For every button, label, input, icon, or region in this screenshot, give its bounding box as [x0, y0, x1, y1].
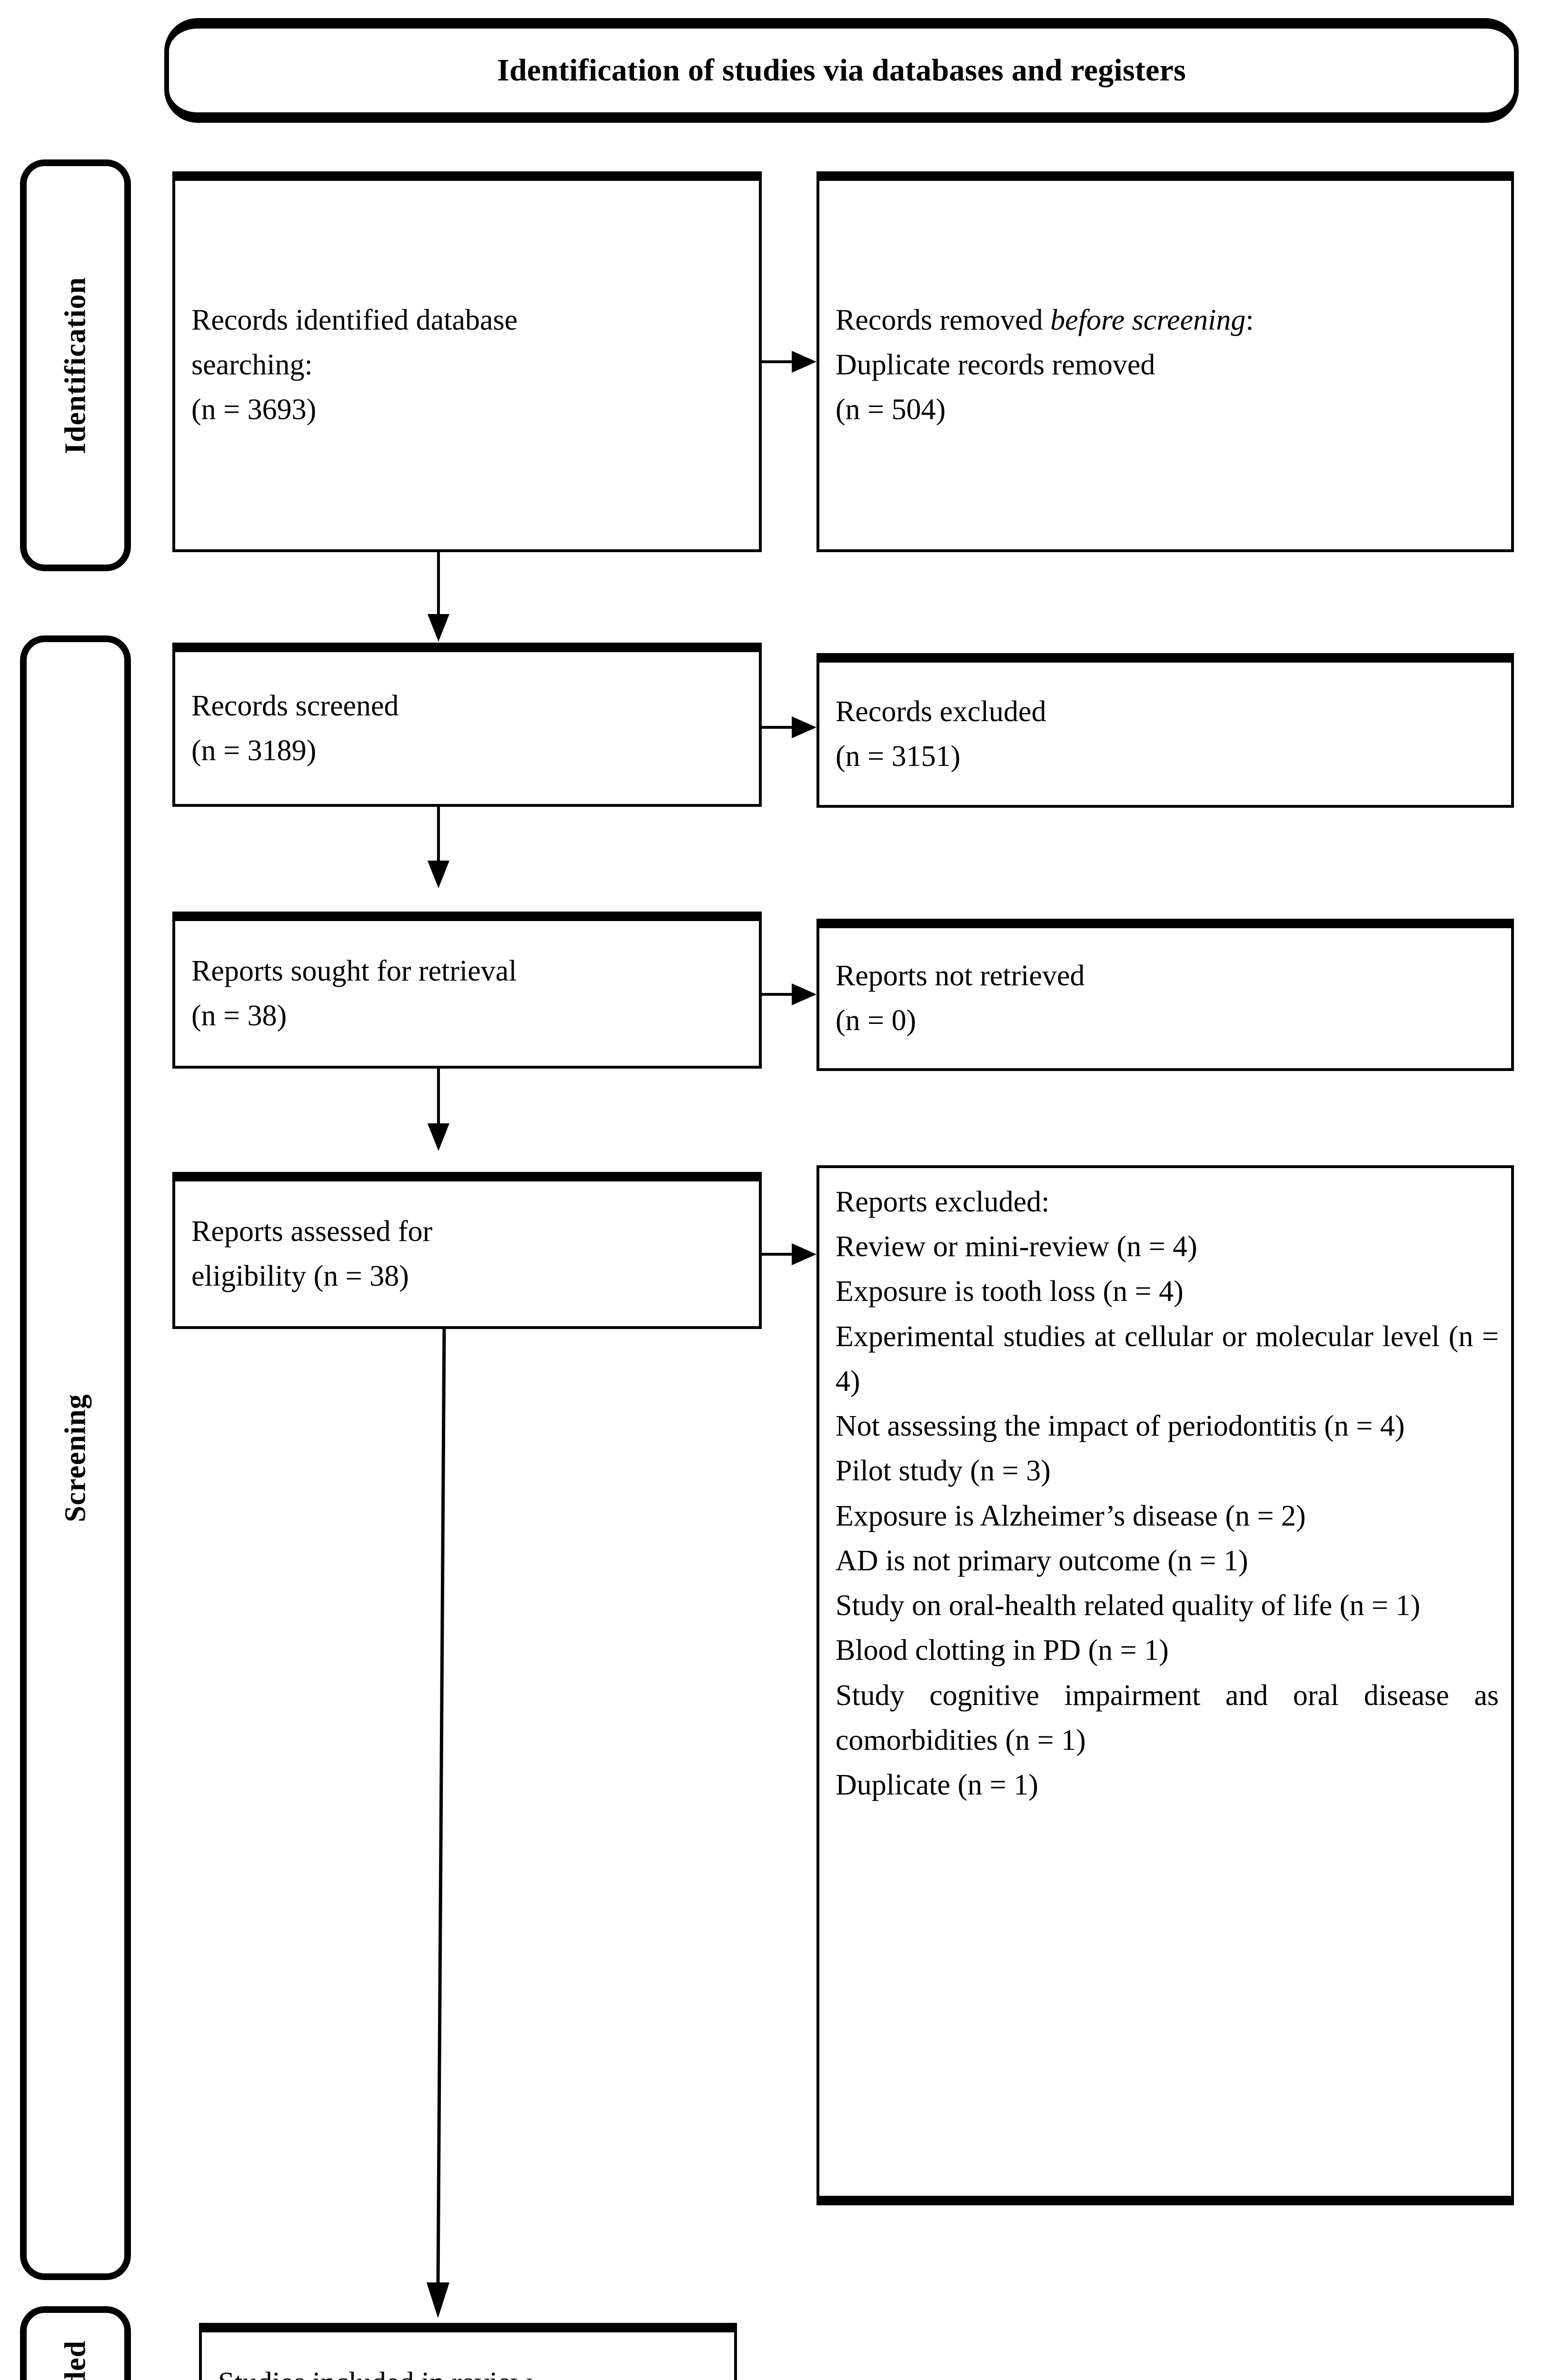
- reports-excluded-heading: Reports excluded:: [836, 1186, 1050, 1218]
- studies-included-text: Studies included in review (n = 11): [218, 2360, 722, 2380]
- reports-excluded-reason: Pilot study (n = 3): [836, 1455, 1051, 1488]
- connector-identified-to-screened-line: [437, 552, 440, 635]
- records-identified-line2: searching:: [191, 348, 313, 381]
- records-screened-count: (n = 3189): [191, 734, 317, 767]
- records-removed-count: (n = 504): [836, 394, 946, 426]
- records-excluded-count: (n = 3151): [836, 740, 961, 773]
- records-identified-line1: Records identified database: [191, 304, 518, 337]
- records-removed-line1: Records removed before screening:: [836, 298, 1499, 343]
- stage-label-included: Included: [59, 2340, 92, 2380]
- reports-assessed-line1: Reports assessed for: [191, 1215, 433, 1248]
- connector-assessed-to-included: [427, 1328, 449, 2318]
- connector-screened-to-sought-line: [437, 807, 440, 879]
- reports-excluded-reason: Study on oral-health related quality of …: [836, 1589, 1421, 1622]
- records-removed-line1-emphasis: before screening: [1050, 304, 1246, 337]
- box-reports-sought: Reports sought for retrieval (n = 38): [172, 912, 762, 1069]
- stage-identification: Identification: [20, 159, 131, 571]
- connector-sought-to-assessed-arrow: [428, 1123, 449, 1151]
- connector-screened-to-excluded-line: [762, 726, 792, 729]
- reports-assessed-count: eligibility (n = 38): [191, 1260, 409, 1292]
- box-reports-not-retrieved: Reports not retrieved (n = 0): [816, 919, 1514, 1071]
- stage-screening: Screening: [20, 635, 131, 2280]
- connector-screened-to-excluded-arrow: [792, 716, 816, 738]
- page-title: Identification of studies via databases …: [497, 53, 1186, 88]
- box-records-removed: Records removed before screening: Duplic…: [816, 171, 1514, 552]
- reports-excluded-reason: Not assessing the impact of periodontiti…: [836, 1410, 1405, 1443]
- reports-excluded-reason: Review or mini-review (n = 4): [836, 1230, 1197, 1263]
- reports-sought-line1: Reports sought for retrieval: [191, 954, 517, 987]
- reports-excluded-reason: Experimental studies at cellular or mole…: [836, 1320, 1499, 1398]
- reports-excluded-reason: Blood clotting in PD (n = 1): [836, 1634, 1169, 1667]
- records-excluded-line1: Records excluded: [836, 695, 1046, 728]
- reports-excluded-reason: Exposure is tooth loss (n = 4): [836, 1275, 1184, 1308]
- reports-not-retrieved-text: Reports not retrieved (n = 0): [836, 953, 1499, 1043]
- reports-not-retrieved-line1: Reports not retrieved: [836, 959, 1085, 992]
- records-removed-text: Records removed before screening: Duplic…: [836, 298, 1499, 433]
- box-records-identified: Records identified database searching: (…: [172, 171, 762, 552]
- records-excluded-text: Records excluded (n = 3151): [836, 689, 1499, 778]
- records-removed-line1-prefix: Records removed: [836, 304, 1051, 337]
- box-studies-included: Studies included in review (n = 11): [199, 2323, 737, 2380]
- connector-assessed-to-excluded-arrow: [792, 1243, 816, 1265]
- connector-identified-to-removed-arrow: [792, 351, 816, 373]
- reports-excluded-reason: Duplicate (n = 1): [836, 1769, 1038, 1802]
- connector-sought-to-notretrieved-arrow: [792, 983, 816, 1005]
- reports-excluded-reason: Study cognitive impairment and oral dise…: [836, 1679, 1499, 1756]
- reports-not-retrieved-count: (n = 0): [836, 1004, 916, 1037]
- records-screened-line1: Records screened: [191, 689, 399, 722]
- reports-sought-text: Reports sought for retrieval (n = 38): [191, 949, 747, 1038]
- connector-identified-to-removed-line: [762, 360, 792, 363]
- records-identified-count: (n = 3693): [191, 394, 317, 426]
- stage-label-screening: Screening: [59, 1393, 91, 1522]
- connector-sought-to-notretrieved-line: [762, 993, 792, 996]
- records-identified-text: Records identified database searching: (…: [191, 298, 747, 433]
- reports-assessed-text: Reports assessed for eligibility (n = 38…: [191, 1209, 747, 1299]
- reports-excluded-reason: AD is not primary outcome (n = 1): [836, 1544, 1248, 1577]
- connector-identified-to-screened-arrow: [428, 614, 449, 642]
- box-reports-excluded-list: Reports excluded: Review or mini-review …: [816, 1165, 1514, 2205]
- connector-assessed-to-excluded-line: [762, 1253, 792, 1256]
- studies-included-line1: Studies included in review: [218, 2360, 722, 2380]
- stage-label-identification: Identification: [59, 277, 91, 454]
- diagram-header-band: Identification of studies via databases …: [164, 18, 1519, 123]
- box-records-screened: Records screened (n = 3189): [172, 643, 762, 807]
- reports-excluded-text: Reports excluded: Review or mini-review …: [836, 1180, 1499, 1807]
- records-removed-line1-suffix: :: [1245, 304, 1254, 337]
- records-screened-text: Records screened (n = 3189): [191, 683, 747, 773]
- box-reports-assessed: Reports assessed for eligibility (n = 38…: [172, 1172, 762, 1329]
- stage-included: Included: [20, 2306, 131, 2380]
- box-records-excluded: Records excluded (n = 3151): [816, 653, 1514, 808]
- connector-sought-to-assessed-line: [437, 1069, 440, 1142]
- reports-excluded-reason: Exposure is Alzheimer’s disease (n = 2): [836, 1499, 1306, 1532]
- connector-screened-to-sought-arrow: [428, 861, 449, 888]
- records-removed-line2: Duplicate records removed: [836, 348, 1155, 381]
- reports-sought-count: (n = 38): [191, 1000, 287, 1032]
